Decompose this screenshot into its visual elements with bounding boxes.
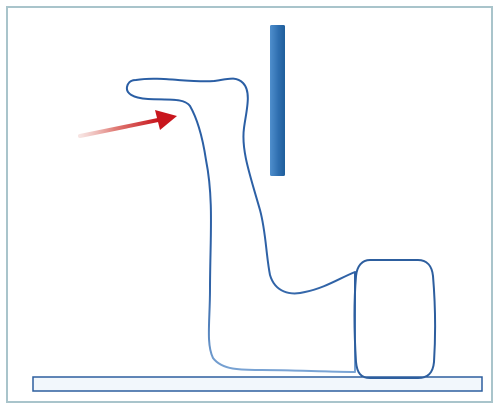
vertical-bar-icon: [270, 25, 285, 176]
cushion-block: [353, 259, 437, 379]
force-arrow-icon: [78, 110, 177, 138]
support-surface: [32, 376, 483, 392]
leg-outline: [125, 77, 356, 373]
frame-border: [6, 6, 493, 403]
